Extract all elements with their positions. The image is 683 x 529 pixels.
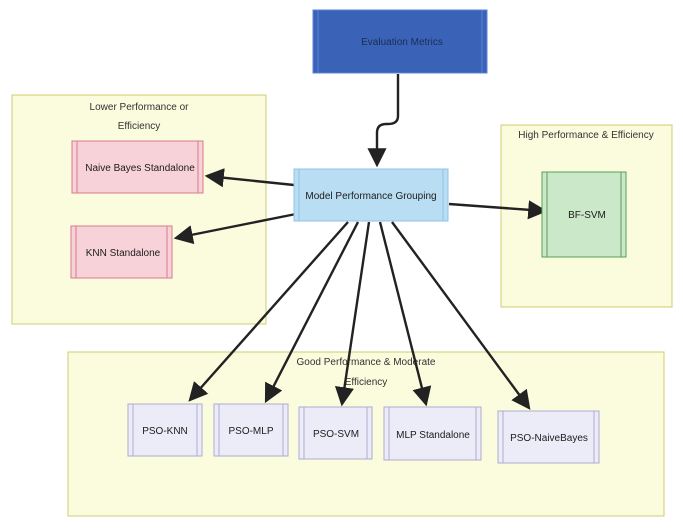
- node-pso-svm-label: PSO-SVM: [313, 429, 359, 440]
- node-pso-svm[interactable]: PSO-SVM: [298, 406, 373, 460]
- edge-to-pso-mlp: [264, 221, 360, 404]
- edges: [173, 74, 548, 410]
- group-lower-performance: Lower Performance or Efficiency: [11, 94, 267, 325]
- node-model-performance-grouping-label: Model Performance Grouping: [305, 191, 436, 202]
- node-pso-naivebayes-label: PSO-NaiveBayes: [510, 433, 588, 444]
- node-pso-naivebayes[interactable]: PSO-NaiveBayes: [497, 410, 600, 464]
- node-pso-knn[interactable]: PSO-KNN: [127, 403, 203, 457]
- node-mlp-standalone[interactable]: MLP Standalone: [383, 406, 482, 461]
- group-high-title: High Performance & Efficiency: [518, 130, 653, 141]
- edge-to-pso-knn: [188, 221, 349, 402]
- node-bf-svm-label: BF-SVM: [568, 210, 606, 221]
- node-evaluation-metrics-label: Evaluation Metrics: [361, 37, 443, 48]
- group-good-title-line1: Good Performance & Moderate: [297, 357, 436, 368]
- group-good-title-line2: Efficiency: [345, 377, 388, 388]
- group-lower-title-line1: Lower Performance or: [90, 102, 190, 113]
- node-naive-bayes-standalone-label: Naive Bayes Standalone: [85, 163, 195, 174]
- node-pso-mlp-label: PSO-MLP: [228, 426, 273, 437]
- edge-to-naive-bayes: [204, 168, 295, 188]
- edge-metrics-to-grouping: [367, 74, 400, 168]
- node-mlp-standalone-label: MLP Standalone: [396, 430, 470, 441]
- node-knn-standalone-label: KNN Standalone: [86, 248, 161, 259]
- node-pso-knn-label: PSO-KNN: [142, 426, 188, 437]
- edge-to-mlp: [378, 221, 432, 407]
- node-pso-mlp[interactable]: PSO-MLP: [213, 403, 289, 457]
- edge-to-pso-nb: [391, 221, 531, 410]
- edge-to-knn: [173, 212, 297, 245]
- edge-to-bf-svm: [448, 200, 548, 220]
- node-evaluation-metrics[interactable]: Evaluation Metrics: [312, 9, 488, 74]
- edge-to-pso-svm: [334, 221, 371, 407]
- node-knn-standalone[interactable]: KNN Standalone: [70, 225, 173, 279]
- node-bf-svm[interactable]: BF-SVM: [541, 171, 627, 258]
- node-naive-bayes-standalone[interactable]: Naive Bayes Standalone: [71, 140, 204, 194]
- node-model-performance-grouping[interactable]: Model Performance Grouping: [293, 168, 449, 222]
- group-lower-title-line2: Efficiency: [118, 121, 161, 132]
